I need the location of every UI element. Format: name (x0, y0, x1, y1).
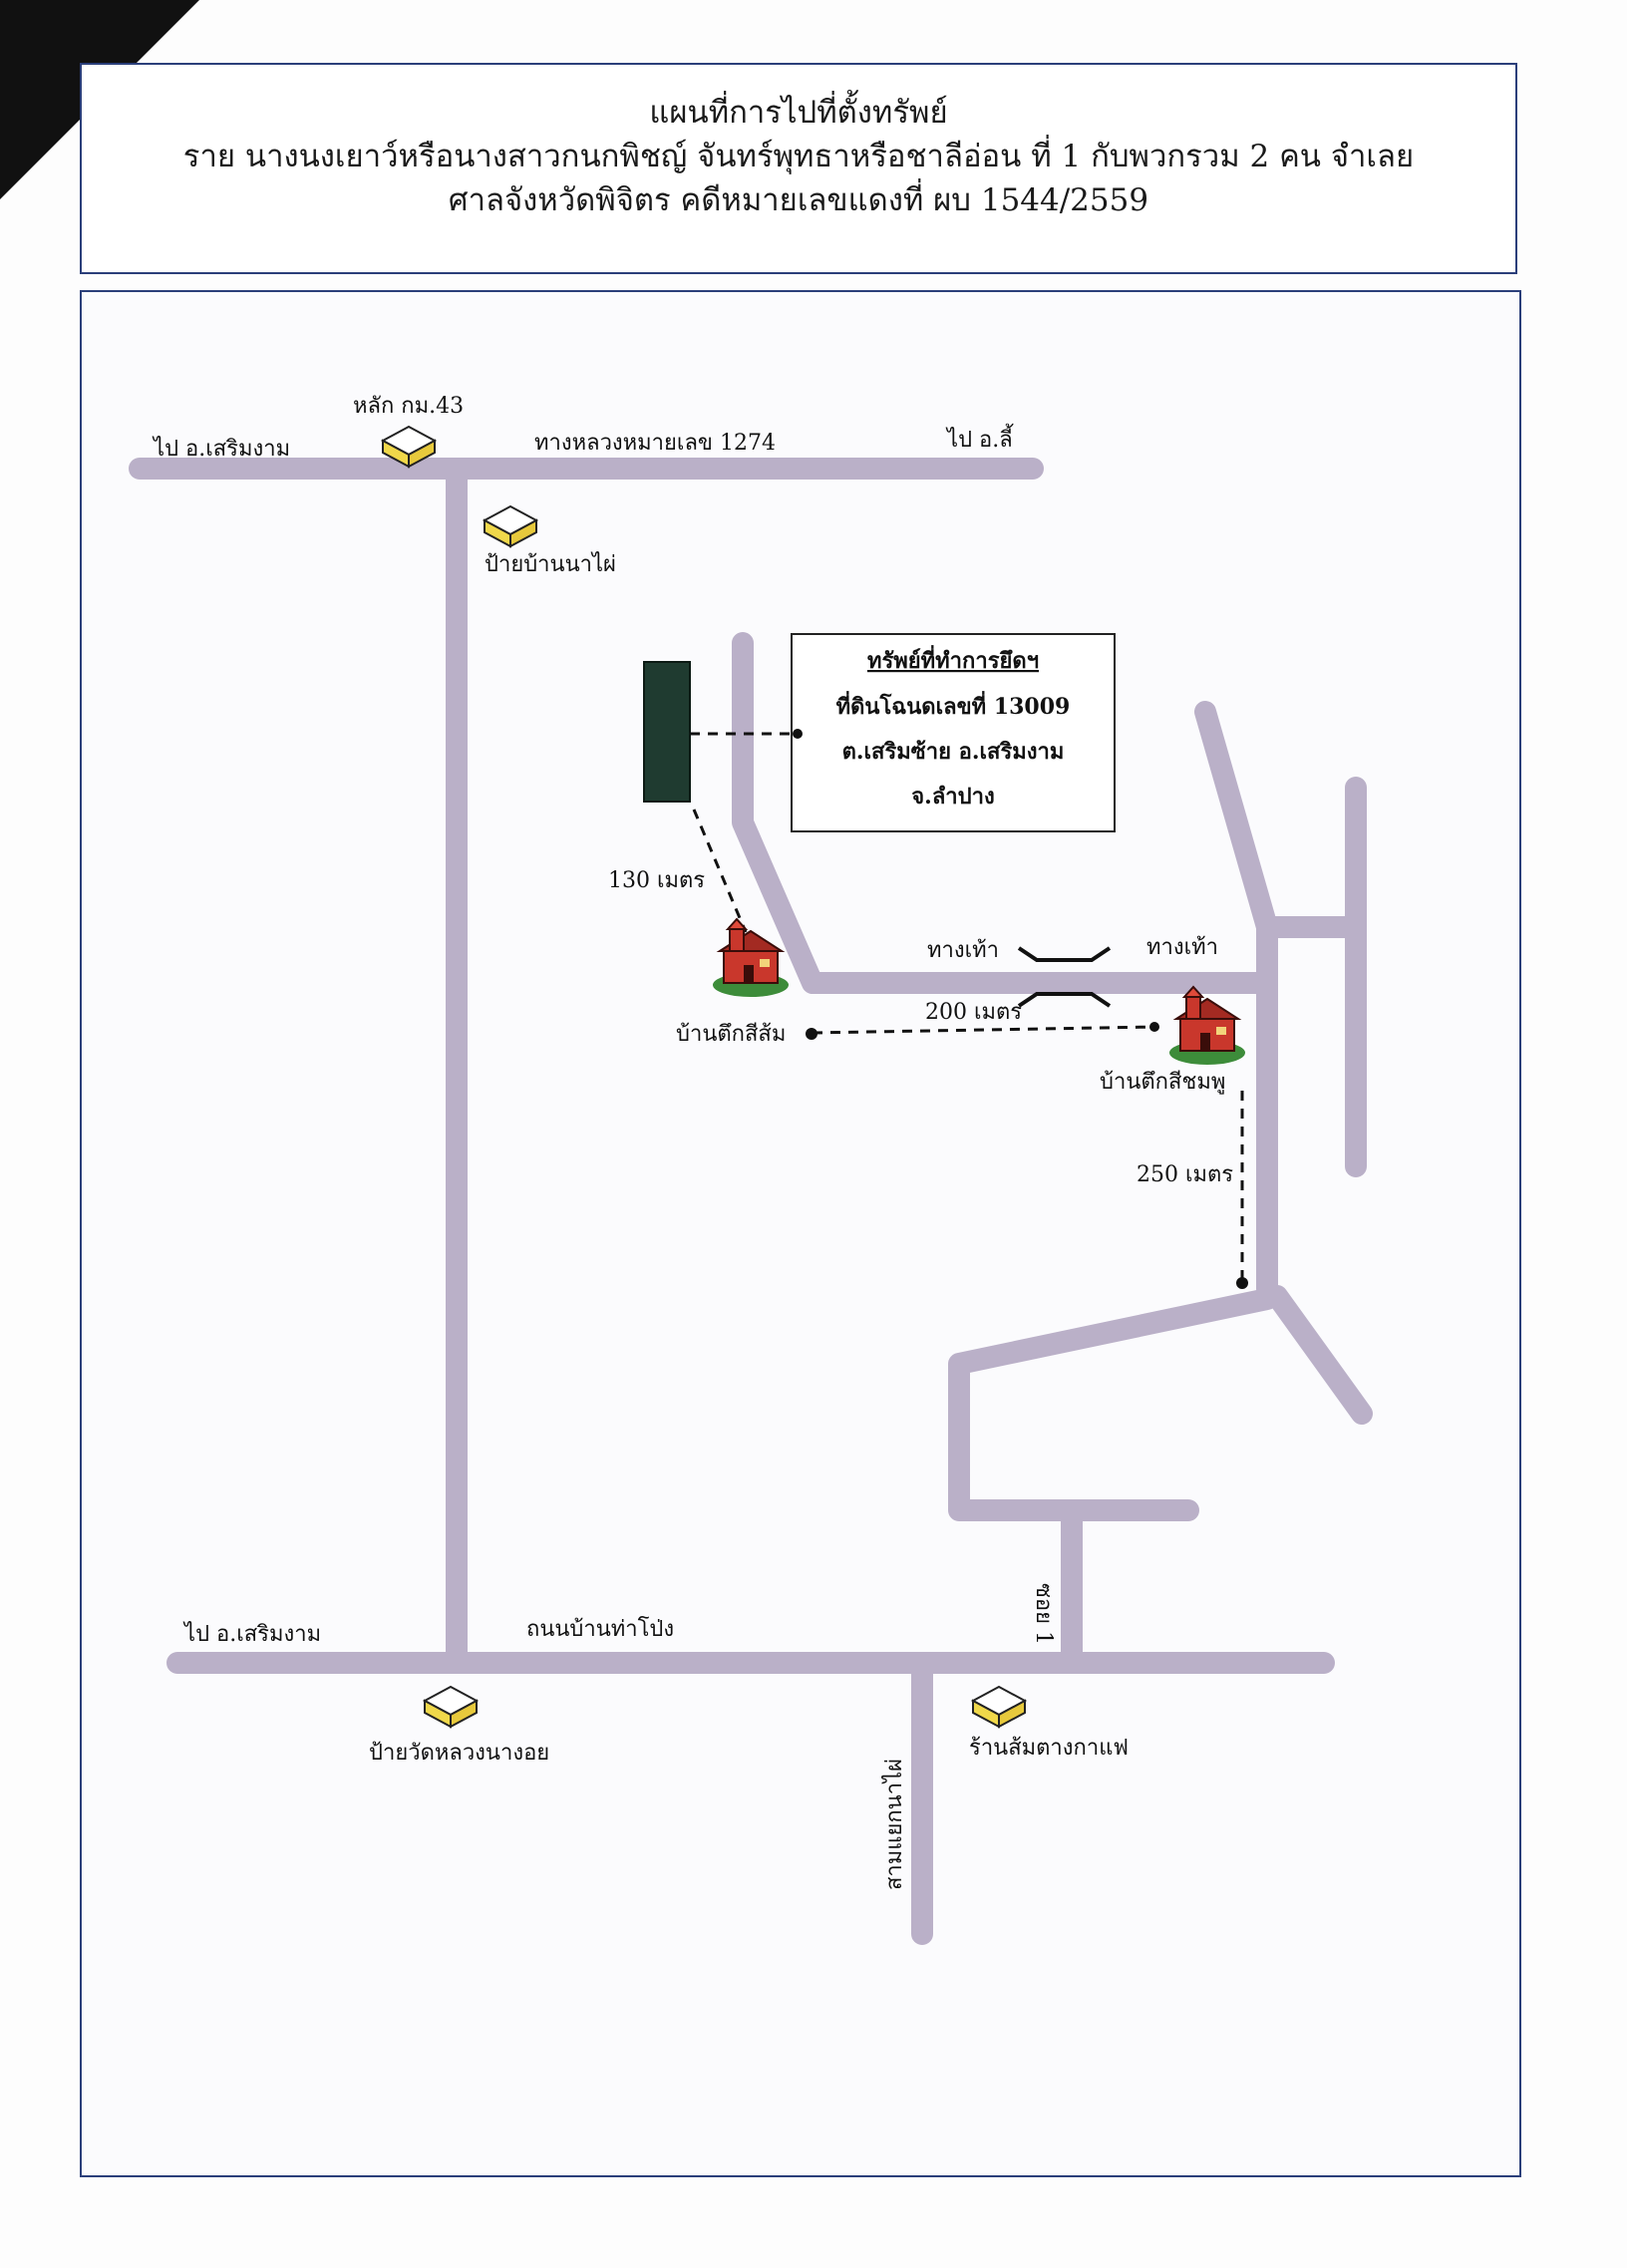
orange-to-pink-house-line (812, 1025, 1157, 1035)
pink-house-icon (1169, 985, 1245, 1065)
title-box: แผนที่การไปที่ตั้งทรัพย์ ราย นางนงเยาว์ห… (80, 63, 1517, 274)
pink-house-dot (1149, 1022, 1159, 1032)
orange-house-icon (713, 917, 789, 997)
map-title: แผนที่การไปที่ตั้งทรัพย์ (649, 95, 948, 131)
box-connector-dot (793, 729, 803, 739)
label-to-soem-ngam-top: ไป อ.เสริมงาม (152, 436, 290, 462)
footbridge-icon (1017, 946, 1112, 1008)
map-frame (80, 290, 1521, 2177)
label-highway: ทางหลวงหมายเลข 1274 (534, 431, 776, 456)
label-sign-ban-na-phai: ป้ายบ้านนาไผ่ (485, 551, 616, 577)
property-province: จ.ลำปาง (911, 784, 994, 810)
label-to-soem-ngam-bottom: ไป อ.เสริมงาม (182, 1621, 321, 1647)
ban-na-phai-sign-icon (482, 504, 539, 548)
property-location: ต.เสริมซ้าย อ.เสริมงาม (842, 739, 1065, 765)
court-case-number: ศาลจังหวัดพิจิตร คดีหมายเลขแดงที่ ผบ 154… (448, 182, 1149, 218)
parcel-to-orange-house-line (692, 809, 748, 933)
label-shop: ร้านส้มตางกาแฟ (969, 1736, 1129, 1761)
route-end-dot (1236, 1277, 1248, 1289)
km-43-marker-icon (380, 425, 438, 469)
roads (129, 458, 1373, 1945)
dashed-connectors (690, 732, 1244, 1283)
property-deed: ที่ดินโฉนดเลขที่ 13009 (836, 690, 1071, 720)
label-soi-1: ซอย 1 (1031, 1583, 1056, 1645)
label-distance-130: 130 เมตร (608, 868, 705, 893)
shop-marker-icon (970, 1685, 1028, 1729)
orange-house-dot (806, 1028, 817, 1040)
footpath-road (732, 632, 1278, 994)
label-orange-house: บ้านตึกสีส้ม (676, 1022, 786, 1047)
label-junction-na-phai: สามแยกนาไผ่ (881, 1759, 907, 1890)
label-sign-wat: ป้ายวัดหลวงนางอย (369, 1741, 549, 1766)
property-heading: ทรัพย์ที่ทำการยึดฯ (867, 644, 1039, 674)
case-parties: ราย นางนงเยาว์หรือนางสาวกนกพิชญ์ จันทร์พ… (182, 139, 1415, 174)
label-distance-250: 250 เมตร (1137, 1162, 1233, 1187)
wat-sign-icon (422, 1685, 480, 1729)
label-to-li: ไป อ.ลี้ (945, 424, 1014, 453)
label-footpath-left: ทางเท้า (927, 938, 999, 963)
label-km-marker: หลัก กม.43 (353, 394, 464, 419)
label-pink-house: บ้านตึกสีชมพู (1100, 1070, 1225, 1095)
label-road-tha-pong: ถนนบ้านท่าโป่ง (526, 1616, 674, 1642)
footpath-east-road (1194, 701, 1278, 938)
property-parcel (643, 661, 691, 803)
label-distance-200: 200 เมตร (925, 1000, 1022, 1025)
label-footpath-right: ทางเท้า (1146, 935, 1218, 960)
southeast-road (1266, 1285, 1373, 1425)
loop-road (948, 1288, 1278, 1521)
property-info-box (791, 633, 1116, 832)
